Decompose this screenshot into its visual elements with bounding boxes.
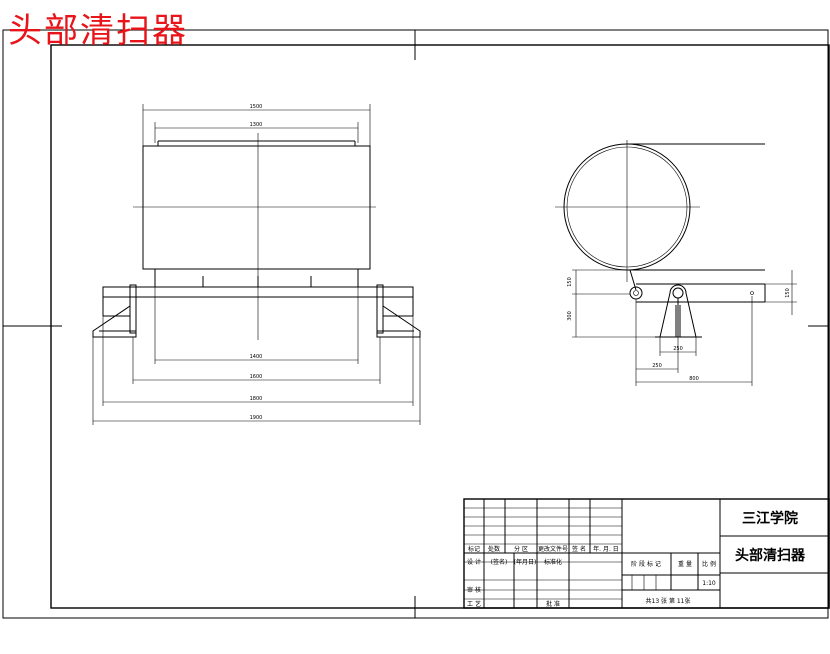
tb-standard-label: 标准化 xyxy=(544,558,562,566)
tb-process-label: 工 艺 xyxy=(467,600,481,608)
front-view: 1500 1300 1400 xyxy=(92,104,421,425)
outer-frame xyxy=(2,29,829,619)
tb-header-cell: 分 区 xyxy=(514,545,528,553)
tb-header-cell: 年. 月. 日 xyxy=(593,545,619,553)
side-dim-label: 300 xyxy=(567,311,573,321)
side-dim-label: 800 xyxy=(689,376,699,382)
inner-frame xyxy=(50,44,830,609)
front-dim-label: 1800 xyxy=(250,396,263,402)
drum-body xyxy=(142,145,371,270)
side-dim-label: 250 xyxy=(652,363,662,369)
tb-header-cell: 处数 xyxy=(488,545,500,553)
front-dim-label: 1600 xyxy=(250,374,263,380)
tb-school: 三江学院 xyxy=(742,510,798,527)
tb-design-date: (年月日) xyxy=(514,558,537,566)
side-dim-label: 150 xyxy=(567,277,573,287)
tb-header-cell: 更改文件号 xyxy=(538,545,568,553)
title-block: 标记 处数 分 区 更改文件号 签 名 年. 月. 日 设 计 (签名) (年月… xyxy=(463,498,830,609)
tb-stage-label: 阶 段 标 记 xyxy=(631,560,661,568)
tb-scale: 1:10 xyxy=(702,580,716,587)
overlay-title: 头部清扫器 xyxy=(8,11,188,51)
tb-weight-label: 重 量 xyxy=(678,560,692,568)
tb-ratio-label: 比 例 xyxy=(702,560,716,568)
tb-check-label: 审 核 xyxy=(467,586,481,594)
front-dim-label: 1400 xyxy=(250,354,263,360)
front-dim-label: 1300 xyxy=(250,122,263,128)
tb-approve-label: 批 准 xyxy=(546,600,560,608)
front-dim-label: 1500 xyxy=(250,104,263,110)
centering-marks xyxy=(3,30,828,618)
tb-drawing-name: 头部清扫器 xyxy=(735,547,806,564)
tb-header-cell: 签 名 xyxy=(572,545,586,553)
scraper-blade xyxy=(154,268,359,288)
tb-sheet-info: 共13 张 第 11张 xyxy=(646,597,691,605)
front-dim-label: 1900 xyxy=(250,415,263,421)
tb-design-label: 设 计 xyxy=(467,558,481,566)
side-dim-label: 150 xyxy=(785,288,791,298)
tb-header-cell: 标记 xyxy=(468,545,480,553)
support-stand xyxy=(659,284,697,338)
side-view: 150 300 250 250 800 150 xyxy=(555,140,797,386)
tb-design-sign: (签名) xyxy=(491,558,508,566)
crossbar xyxy=(102,286,414,298)
